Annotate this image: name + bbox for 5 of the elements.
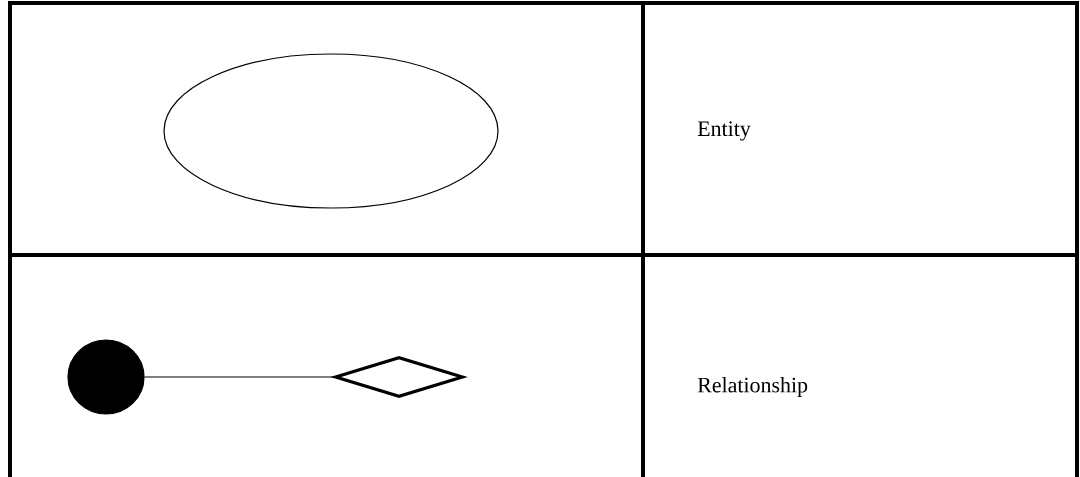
cell-text: Relationship bbox=[697, 377, 808, 397]
connector-line bbox=[144, 376, 334, 378]
entity-ellipse bbox=[163, 53, 499, 209]
cell-text: Entity bbox=[697, 121, 751, 141]
filled-circle bbox=[67, 339, 145, 415]
